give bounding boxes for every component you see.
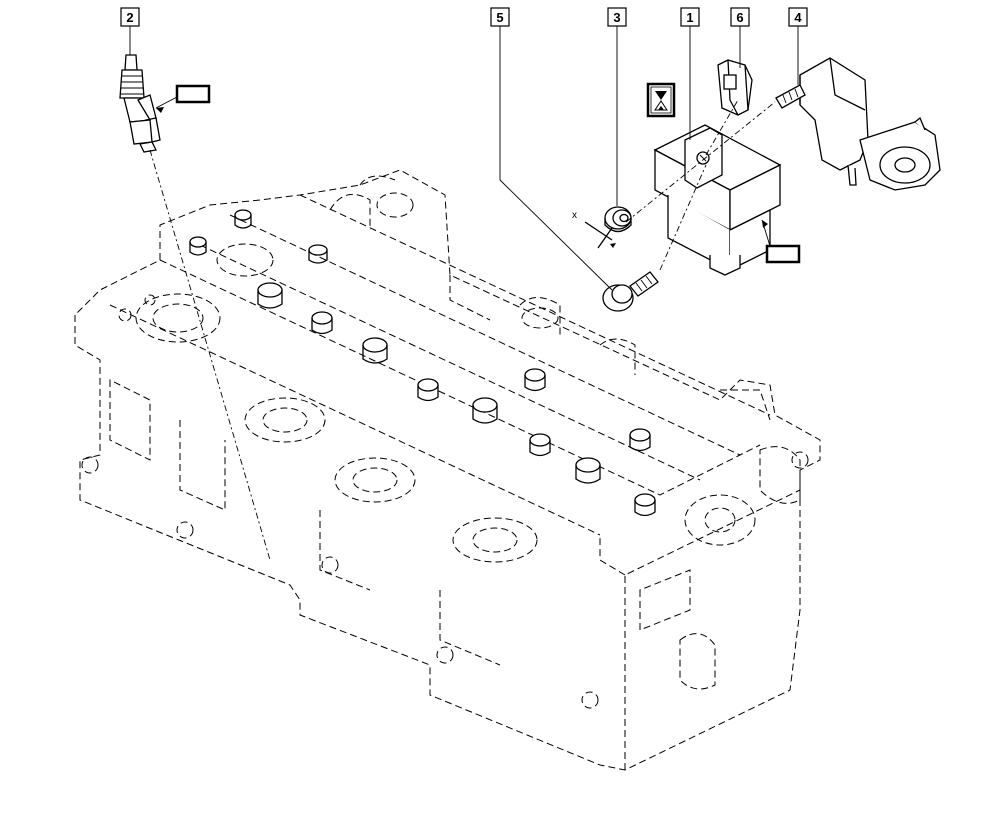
callout-2: 2	[120, 7, 140, 55]
glow-plug	[119, 54, 271, 561]
callout-5-label: 5	[496, 10, 503, 25]
axis-label: x	[572, 210, 577, 221]
callout-3: 3	[607, 7, 627, 206]
callout-1: 1	[680, 7, 700, 140]
callout-4-label: 4	[794, 10, 802, 25]
callout-3-label: 3	[613, 10, 620, 25]
callout-4: 4	[788, 7, 808, 85]
callout-2-label: 2	[126, 10, 133, 25]
callout-5: 5	[490, 7, 613, 291]
camshaft-cap-bolts	[189, 209, 656, 517]
mounting-bracket	[775, 57, 941, 191]
callout-1-label: 1	[686, 10, 693, 25]
flange-bolt	[602, 271, 659, 312]
torque-specification-box	[761, 219, 801, 264]
assembly-lines	[625, 99, 776, 271]
spring-clip	[717, 59, 753, 116]
torque-specification-box	[155, 84, 211, 113]
glow-plug-control-unit	[653, 124, 782, 276]
callout-6: 6	[730, 7, 750, 68]
axis-indicator: x	[572, 210, 616, 249]
cylinder-head-outline	[74, 169, 821, 771]
callout-6-label: 6	[736, 10, 743, 25]
flange-nut	[604, 206, 632, 233]
hourglass-icon	[646, 82, 676, 118]
